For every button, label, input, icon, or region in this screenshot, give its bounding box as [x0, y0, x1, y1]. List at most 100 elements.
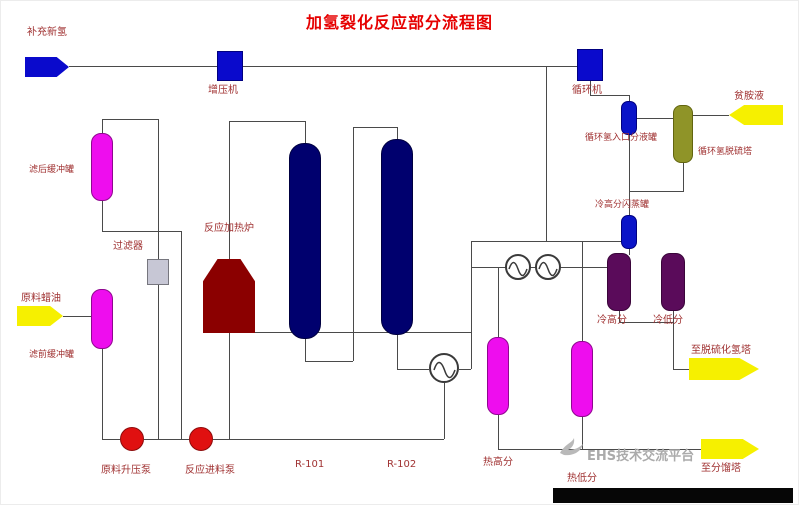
label-post-filter-buffer-drum: 滤后缓冲罐 [29, 165, 75, 175]
pipe-line [590, 81, 591, 95]
pipe-line [590, 95, 630, 96]
pipe-line [397, 127, 398, 139]
pipe-line [397, 369, 429, 370]
label-booster-compressor: 增压机 [208, 85, 238, 96]
label-recycle-compressor: 循环机 [572, 85, 602, 96]
pipe-line [471, 241, 472, 369]
makeup-hydrogen-arrow [25, 57, 69, 77]
pipe-line [582, 241, 583, 341]
pipe-line [619, 322, 673, 323]
label-cold-hp-flash-drum: 冷高分闪蒸罐 [595, 200, 650, 210]
pipe-line [619, 311, 620, 323]
label-to-h2s-stripper: 至脱硫化氢塔 [691, 345, 751, 356]
pipe-line [305, 121, 306, 143]
page-title: 加氢裂化反应部分流程图 [305, 13, 493, 32]
label-recycle-h2-inlet-drum: 循环氢入口分液罐 [585, 133, 658, 143]
heat-exchanger-icon [429, 353, 459, 383]
pipe-line [181, 231, 182, 439]
hot-hp-separator [487, 337, 509, 415]
pipe-line [498, 449, 701, 450]
heat-exchanger-icon [505, 254, 531, 280]
label-recycle-h2-desulfurizer: 循环氢脱硫塔 [698, 147, 753, 157]
reaction-feed-pump [189, 427, 213, 451]
pipe-line [63, 316, 91, 317]
pipe-line [471, 241, 629, 242]
bottom-black-bar [553, 488, 793, 503]
label-feed-boost-pump: 原料升压泵 [101, 465, 151, 476]
cold-hp-flash-drum [621, 215, 637, 249]
pipe-line [459, 369, 471, 370]
pipe-line [629, 249, 630, 255]
watermark-text: EHS技术交流平台 [587, 449, 695, 464]
label-reaction-furnace: 反应加热炉 [204, 223, 254, 234]
pipe-line [673, 322, 674, 369]
pipe-line [158, 119, 159, 259]
pipe-line [693, 115, 729, 116]
label-reactor-r101: R-101 [295, 459, 325, 470]
pipe-line [229, 121, 305, 122]
pipe-line [102, 231, 181, 232]
pipe-line [102, 349, 103, 439]
recycle-h2-inlet-drum [621, 101, 637, 135]
label-makeup-hydrogen: 补充新氢 [27, 27, 67, 38]
heat-exchanger-icon [535, 254, 561, 280]
pipe-line [102, 439, 120, 440]
label-lean-amine: 贫胺液 [734, 91, 764, 102]
recycle-compressor [577, 49, 603, 81]
pipe-line [102, 119, 158, 120]
to-h2s-stripper-arrow [689, 358, 759, 380]
pipe-line [498, 267, 499, 337]
reactor-r101 [289, 143, 321, 339]
label-hot-lp-separator: 热低分 [567, 473, 597, 484]
pipe-line [69, 66, 217, 67]
label-reaction-feed-pump: 反应进料泵 [185, 465, 235, 476]
dove-icon [560, 438, 583, 456]
pipe-line [629, 191, 684, 192]
pipe-line [673, 311, 674, 323]
pipe-line [144, 439, 189, 440]
pipe-line [397, 335, 398, 369]
post-filter-buffer-drum [91, 133, 113, 201]
hot-lp-separator [571, 341, 593, 417]
feed-wax-oil-arrow [17, 306, 63, 326]
pipe-line [629, 95, 630, 215]
label-pre-filter-buffer-drum: 滤前缓冲罐 [29, 350, 75, 360]
pipe-line [229, 333, 230, 439]
pipe-line [444, 383, 445, 439]
pipe-line [102, 201, 103, 231]
label-cold-lp-separator: 冷低分 [653, 315, 683, 326]
feed-boost-pump [120, 427, 144, 451]
cold-lp-separator [661, 253, 685, 311]
pipe-line [305, 339, 306, 361]
pipe-line [637, 118, 673, 119]
label-feed-wax-oil: 原料蜡油 [21, 293, 61, 304]
pipe-line [582, 417, 583, 449]
pre-filter-buffer-drum [91, 289, 113, 349]
pipe-line [255, 332, 471, 333]
pipe-line [673, 369, 689, 370]
filter-unit [147, 259, 169, 285]
pipe-line [158, 285, 159, 439]
reactor-r102 [381, 139, 413, 335]
label-hot-hp-separator: 热高分 [483, 457, 513, 468]
reaction-furnace [203, 259, 255, 333]
pipe-line [213, 439, 444, 440]
label-to-fractionator: 至分馏塔 [701, 463, 741, 474]
pipe-line [243, 66, 577, 67]
label-cold-hp-separator: 冷高分 [597, 315, 627, 326]
pipe-line [229, 121, 230, 259]
pipe-line [353, 127, 397, 128]
pipe-line [305, 361, 353, 362]
label-filter: 过滤器 [113, 241, 143, 252]
cold-hp-separator [607, 253, 631, 311]
pipe-line [498, 415, 499, 449]
booster-compressor [217, 51, 243, 81]
pipe-line [683, 163, 684, 191]
pipe-line [353, 127, 354, 361]
pipe-line [102, 119, 103, 133]
to-fractionator-arrow [701, 439, 759, 459]
label-reactor-r102: R-102 [387, 459, 417, 470]
lean-amine-arrow [729, 105, 783, 125]
recycle-h2-desulfurizer-tower [673, 105, 693, 163]
